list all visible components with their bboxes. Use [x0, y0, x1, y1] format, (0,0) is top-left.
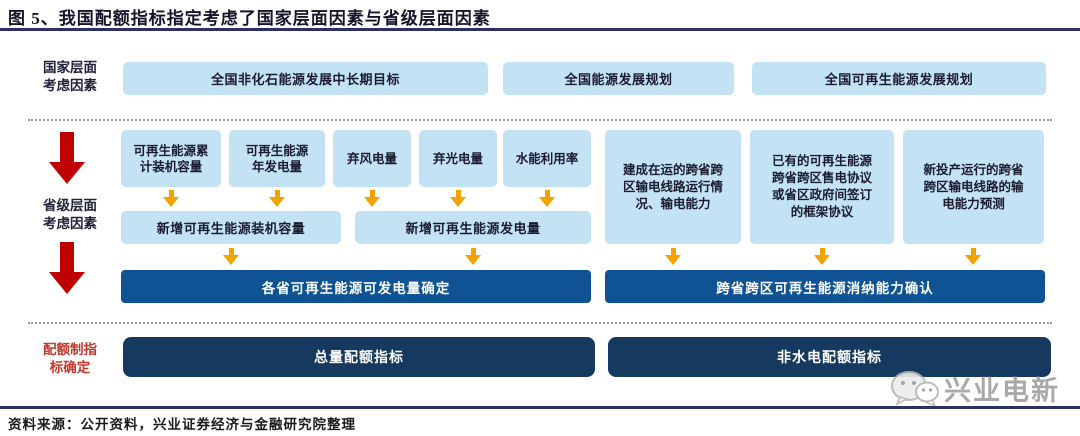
- factor-box-solar-curtailment: 弃光电量: [419, 130, 497, 187]
- divider-national-provincial: [28, 119, 1052, 121]
- factor-box-wind-curtailment: 弃风电量: [333, 130, 411, 187]
- orange-down-arrow-icon: [814, 248, 830, 265]
- watermark-text: 兴业电新: [944, 375, 1060, 406]
- orange-down-arrow-icon: [223, 248, 239, 265]
- orange-down-arrow-icon: [465, 248, 481, 265]
- national-box-renewable-plan: 全国可再生能源发展规划: [752, 62, 1046, 95]
- national-box-energy-plan: 全国能源发展规划: [503, 62, 734, 95]
- quota-label: 配额制指 标确定: [43, 342, 97, 375]
- factor-box-hydro-utilization: 水能利用率: [503, 130, 591, 187]
- orange-down-arrow-icon: [665, 248, 681, 265]
- wechat-icon: [888, 368, 940, 408]
- factor-box-cumulative-capacity: 可再生能源累 计装机容量: [121, 130, 221, 187]
- orange-down-arrow-icon: [965, 248, 981, 265]
- factor-box-annual-generation: 可再生能源 年发电量: [229, 130, 325, 187]
- aggregate-box-new-generation: 新增可再生能源发电量: [355, 211, 591, 244]
- factor-box-existing-lines: 建成在运的跨省跨 区输电线路运行情 况、输电能力: [605, 130, 741, 244]
- quota-box-total: 总量配额指标: [123, 337, 595, 377]
- source-note: 资料来源：公开资料，兴业证券经济与金融研究院整理: [8, 417, 356, 432]
- factor-box-new-lines-forecast: 新投产运行的跨省 跨区输电线路的输 电能力预测: [903, 130, 1044, 244]
- orange-down-arrow-icon: [539, 190, 555, 207]
- result-box-provincial-generation: 各省可再生能源可发电量确定: [121, 270, 591, 303]
- red-down-arrow-icon: [49, 242, 85, 294]
- orange-down-arrow-icon: [364, 190, 380, 207]
- title-underline: [0, 28, 1080, 31]
- watermark: 兴业电新: [888, 368, 1060, 408]
- provincial-level-label: 省级层面 考虑因素: [43, 198, 97, 231]
- result-box-interprovincial-absorption: 跨省跨区可再生能源消纳能力确认: [605, 270, 1045, 303]
- figure-title: 图 5、我国配额指标指定考虑了国家层面因素与省级层面因素: [8, 9, 491, 28]
- national-level-label: 国家层面 考虑因素: [43, 60, 97, 93]
- footer-rule: [0, 406, 1080, 409]
- orange-down-arrow-icon: [163, 190, 179, 207]
- quota-box-nonhydro: 非水电配额指标: [608, 337, 1051, 377]
- divider-provincial-quota: [28, 322, 1052, 324]
- orange-down-arrow-icon: [269, 190, 285, 207]
- national-box-nonfossil-target: 全国非化石能源发展中长期目标: [123, 62, 488, 95]
- factor-box-power-agreements: 已有的可再生能源 跨省跨区售电协议 或省区政府间签订 的框架协议: [750, 130, 894, 244]
- aggregate-box-new-capacity: 新增可再生能源装机容量: [121, 211, 341, 244]
- orange-down-arrow-icon: [450, 190, 466, 207]
- red-down-arrow-icon: [49, 132, 85, 184]
